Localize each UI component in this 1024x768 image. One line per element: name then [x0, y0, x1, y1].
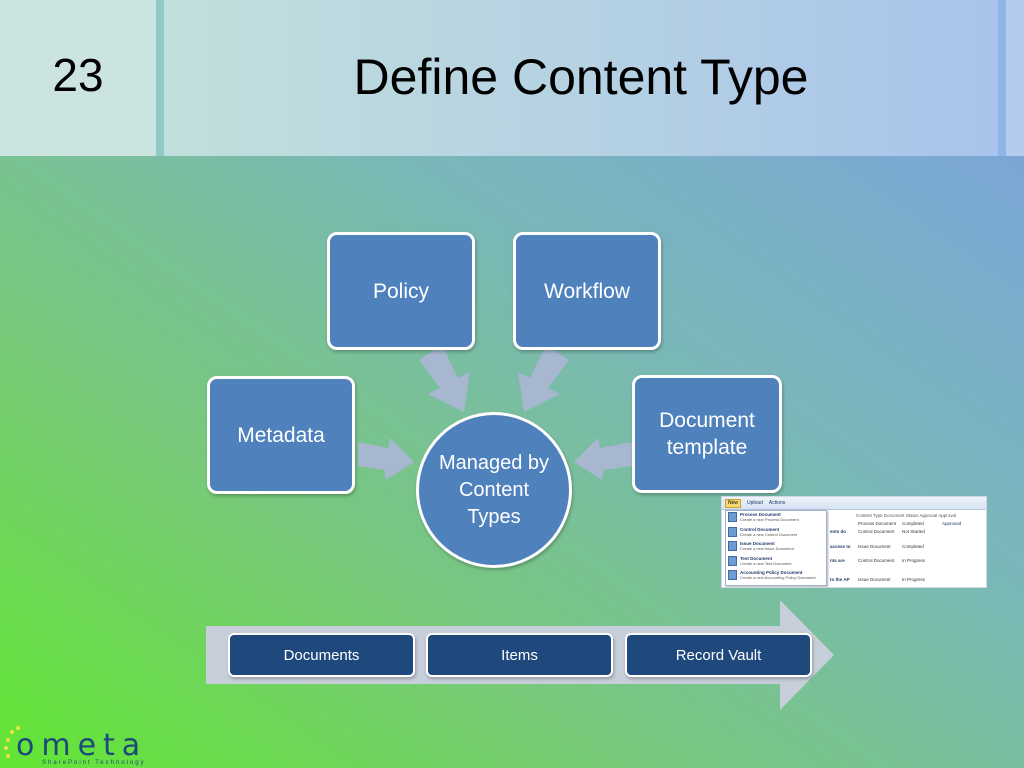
menu-item: Accounting Policy Document Create a new … — [726, 569, 826, 584]
actions-menu: Actions — [768, 500, 786, 506]
arrow-metadata-to-center — [358, 438, 414, 480]
new-menu-button: New — [725, 498, 742, 508]
menu-item-subtitle: Create a new Process Document — [740, 517, 799, 522]
logo-tagline: SharePoint Technology — [42, 760, 146, 766]
metadata-box: Metadata — [207, 376, 355, 494]
header-end-block — [1006, 0, 1024, 156]
row-type: Issue Document — [858, 544, 891, 549]
row-approval — [942, 558, 972, 563]
new-dropdown-menu: Process Document Create a new Process Do… — [725, 510, 827, 586]
table-row: access to Issue Document Completed — [830, 544, 980, 549]
screenshot-column-headers: Content Type Document Status Approval Ap… — [856, 513, 956, 518]
table-row: to the AP Issue Document In Progress — [830, 577, 980, 582]
arrow-workflow-to-center — [518, 345, 569, 412]
row-status: In Progress — [902, 577, 926, 582]
row-approval — [942, 544, 972, 549]
menu-item-title: Control Document — [740, 526, 780, 532]
title-box: Define Content Type — [164, 0, 1006, 156]
row-status: Not Started — [902, 529, 925, 534]
row-approval: Approved — [942, 521, 962, 526]
document-icon — [728, 555, 737, 566]
slide-header: 23 Define Content Type — [0, 0, 1024, 156]
table-row: Process Document Completed Approved — [830, 521, 980, 526]
menu-item-subtitle: Create a new Test Document — [740, 560, 792, 566]
row-type: Control Document — [858, 529, 895, 534]
menu-item-title: Accounting Policy Document — [740, 570, 803, 575]
document-icon — [728, 570, 737, 580]
row-type: Control Document — [858, 558, 895, 563]
menu-item-title: Process Document — [740, 512, 781, 517]
menu-item-title: Test Document — [740, 555, 773, 561]
documents-stage: Documents — [228, 633, 415, 677]
row-type: Issue Document — [858, 577, 891, 582]
row-name — [830, 521, 858, 526]
row-status: Completed — [902, 521, 924, 526]
document-icon — [728, 512, 737, 522]
sharepoint-screenshot: New Upload Actions Process Document Crea… — [721, 496, 987, 588]
row-status: In Progress — [902, 558, 926, 563]
document-template-box: Document template — [632, 375, 782, 493]
menu-item: Test Document Create a new Test Document — [726, 555, 826, 570]
number-box-stripe — [156, 0, 164, 156]
table-row: ents do Control Document Not Started — [830, 529, 980, 534]
menu-item: Control Document Create a new Control Do… — [726, 526, 826, 541]
row-name: nts are — [830, 558, 845, 563]
slide-number: 23 — [52, 49, 104, 101]
slide-number-box: 23 — [0, 0, 164, 156]
logo-dot — [6, 754, 10, 758]
logo-wordmark: ometa — [16, 728, 148, 763]
menu-item-title: Issue Document — [740, 541, 775, 546]
logo-dot — [6, 738, 10, 742]
row-name: access to — [830, 544, 851, 549]
slide-title: Define Content Type — [353, 49, 809, 105]
upload-menu: Upload — [747, 500, 763, 506]
table-row: nts are Control Document In Progress — [830, 558, 980, 563]
menu-item-subtitle: Create a new Control Document — [740, 531, 798, 537]
row-name: ents do — [830, 529, 847, 534]
policy-box: Policy — [327, 232, 475, 350]
row-approval — [942, 529, 972, 534]
title-box-stripe — [998, 0, 1006, 156]
document-icon — [728, 526, 737, 537]
arrow-policy-to-center — [419, 345, 470, 412]
document-icon — [728, 541, 737, 551]
row-name: to the AP — [830, 577, 850, 582]
items-stage: Items — [426, 633, 613, 677]
menu-item: Issue Document Create a new Issue Docume… — [726, 540, 826, 555]
screenshot-toolbar: New Upload Actions — [722, 497, 986, 510]
workflow-box: Workflow — [513, 232, 661, 350]
menu-item-subtitle: Create a new Issue Document — [740, 546, 794, 551]
row-approval — [942, 577, 972, 582]
menu-item-subtitle: Create a new Accounting Policy Document — [740, 575, 816, 580]
row-status: Completed — [902, 544, 924, 549]
logo-dot — [16, 726, 20, 730]
arrow-template-to-center — [574, 438, 632, 480]
logo-dot — [10, 730, 14, 734]
cometa-logo: ometa SharePoint Technology — [4, 726, 164, 768]
center-label: Managed by Content Types — [438, 451, 550, 528]
record-vault-stage: Record Vault — [625, 633, 812, 677]
managed-by-content-types-circle: Managed by Content Types — [416, 412, 572, 568]
logo-dot — [4, 746, 8, 750]
row-type: Process Document — [858, 521, 897, 526]
menu-item: Process Document Create a new Process Do… — [726, 511, 826, 526]
